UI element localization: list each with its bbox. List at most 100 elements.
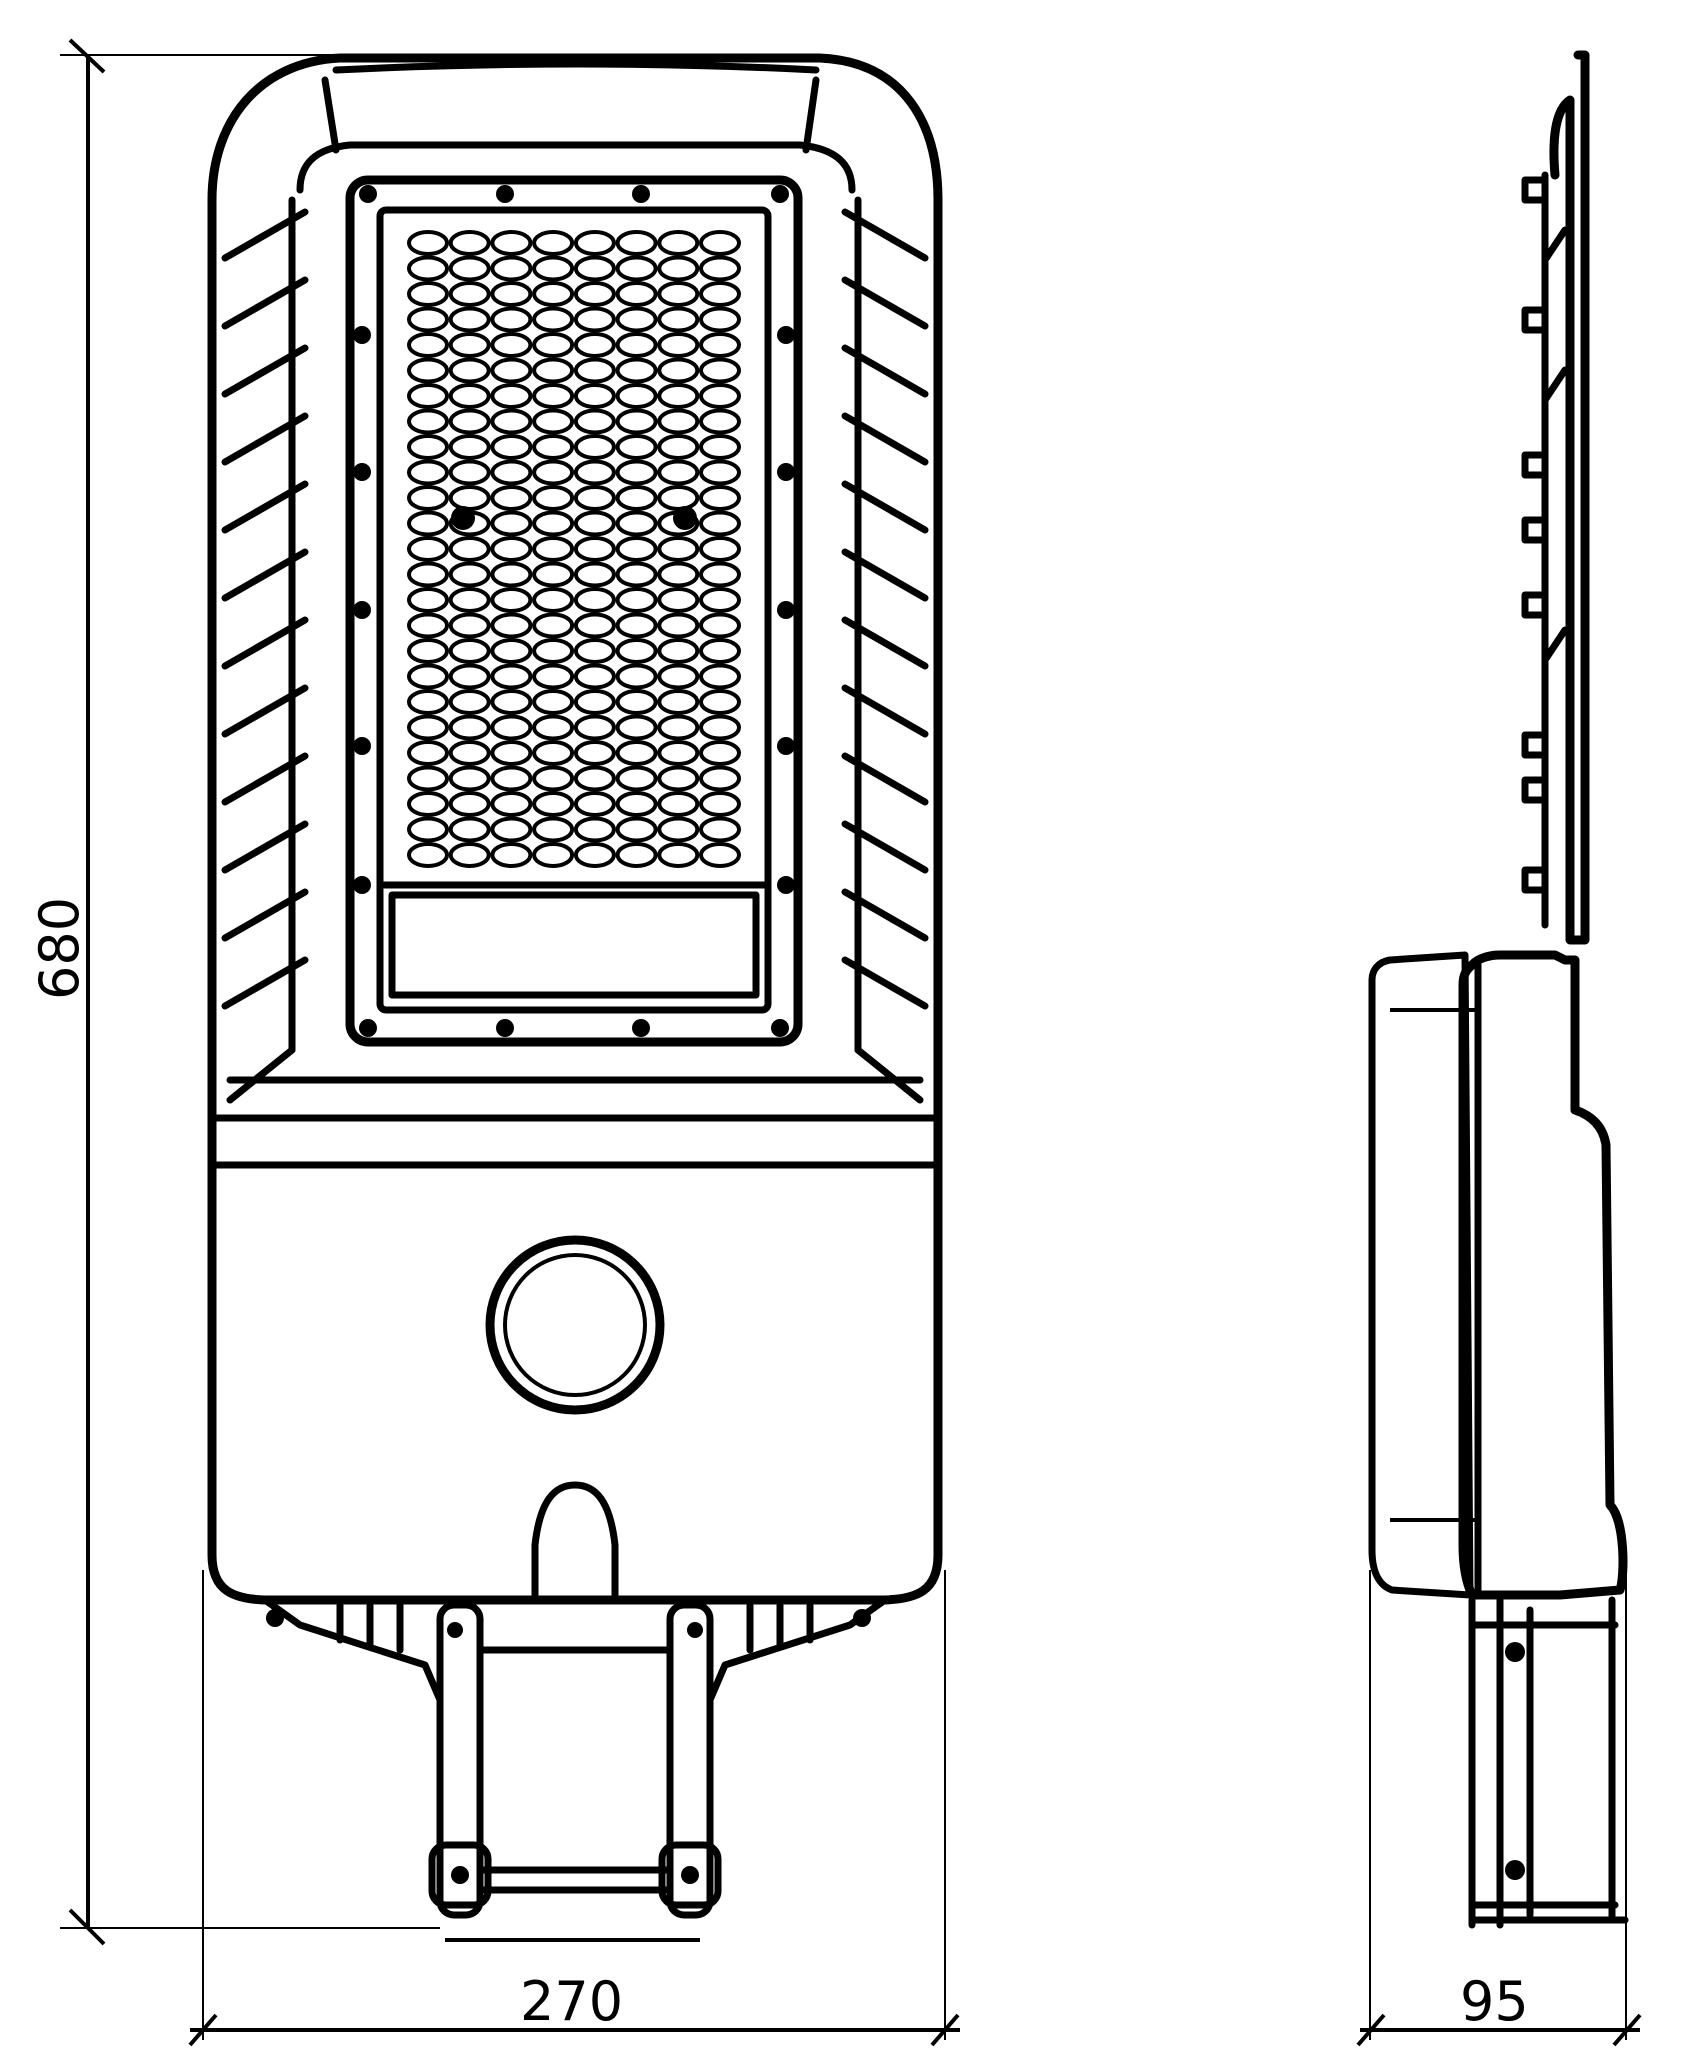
led-lens <box>492 436 530 458</box>
led-lens <box>492 334 530 356</box>
width-dimension: 270 <box>190 1570 960 2045</box>
led-lens <box>576 487 614 509</box>
led-lens <box>534 564 572 586</box>
led-lens <box>492 564 530 586</box>
led-lens <box>659 436 697 458</box>
led-lens <box>492 411 530 433</box>
led-lens <box>618 717 656 739</box>
led-lens <box>492 742 530 764</box>
led-lens <box>701 385 739 407</box>
led-lens <box>492 360 530 382</box>
led-lens <box>534 819 572 841</box>
led-lens <box>534 640 572 662</box>
led-lens <box>534 513 572 535</box>
housing-outline <box>212 58 938 1600</box>
led-lens <box>409 436 447 458</box>
led-lens <box>451 487 489 509</box>
led-lens <box>701 538 739 560</box>
led-lens <box>492 462 530 484</box>
led-lens <box>576 793 614 815</box>
led-lens <box>451 436 489 458</box>
led-lens <box>409 309 447 331</box>
led-lens <box>618 283 656 305</box>
led-lens <box>492 768 530 790</box>
led-lens <box>576 538 614 560</box>
led-lens <box>534 717 572 739</box>
led-lens <box>659 564 697 586</box>
led-lens <box>409 411 447 433</box>
led-lens <box>451 283 489 305</box>
led-lens <box>618 742 656 764</box>
led-lens <box>409 487 447 509</box>
led-lens <box>576 462 614 484</box>
led-lens <box>409 793 447 815</box>
led-lens <box>451 640 489 662</box>
led-lens <box>659 283 697 305</box>
led-lens <box>451 309 489 331</box>
led-lens <box>701 691 739 713</box>
led-lens <box>659 742 697 764</box>
led-lens <box>492 232 530 254</box>
led-lens <box>409 640 447 662</box>
led-lens <box>534 462 572 484</box>
led-lens <box>451 717 489 739</box>
led-lens <box>576 615 614 637</box>
led-lens <box>618 564 656 586</box>
led-lens <box>659 615 697 637</box>
led-lens <box>576 742 614 764</box>
led-lens <box>659 513 697 535</box>
led-lens <box>618 666 656 688</box>
led-lens <box>576 819 614 841</box>
side-view <box>1372 55 1625 1925</box>
led-lens <box>534 538 572 560</box>
led-lens <box>701 513 739 535</box>
led-lens <box>409 768 447 790</box>
led-lens <box>701 615 739 637</box>
side-front-lip <box>1372 955 1470 1595</box>
led-lens <box>492 844 530 866</box>
led-lens <box>659 666 697 688</box>
led-lens <box>576 844 614 866</box>
led-lens <box>701 360 739 382</box>
led-lens <box>492 258 530 280</box>
led-lens <box>618 768 656 790</box>
led-lens <box>451 513 489 535</box>
height-dimension: 680 <box>28 40 440 1944</box>
upper-inner-rim <box>300 145 852 190</box>
led-lens <box>409 691 447 713</box>
led-lens <box>659 538 697 560</box>
led-lens <box>618 589 656 611</box>
driver-label-panel <box>392 895 756 995</box>
tilt-knob <box>535 1485 615 1595</box>
led-lens <box>409 232 447 254</box>
led-lens <box>492 283 530 305</box>
led-lens <box>618 309 656 331</box>
led-lens <box>659 360 697 382</box>
led-lens <box>576 334 614 356</box>
left-cooling-fins <box>225 212 305 1006</box>
bottom-fins <box>265 1600 885 1700</box>
led-module-frame <box>350 180 798 1042</box>
led-lens <box>576 360 614 382</box>
led-lens <box>534 385 572 407</box>
led-lens <box>618 385 656 407</box>
led-lens <box>701 487 739 509</box>
led-lens <box>492 691 530 713</box>
led-lens <box>701 411 739 433</box>
led-lens <box>409 513 447 535</box>
led-lens <box>534 742 572 764</box>
frame-screws <box>353 185 795 1037</box>
led-lens <box>492 615 530 637</box>
led-lens <box>618 513 656 535</box>
led-lens <box>492 538 530 560</box>
led-lens <box>576 232 614 254</box>
led-lens <box>701 666 739 688</box>
led-lens <box>701 309 739 331</box>
side-fins <box>1525 180 1565 890</box>
led-lens <box>701 844 739 866</box>
led-lens <box>409 844 447 866</box>
led-lens <box>451 538 489 560</box>
led-lens <box>618 793 656 815</box>
height-label: 680 <box>28 897 91 1000</box>
